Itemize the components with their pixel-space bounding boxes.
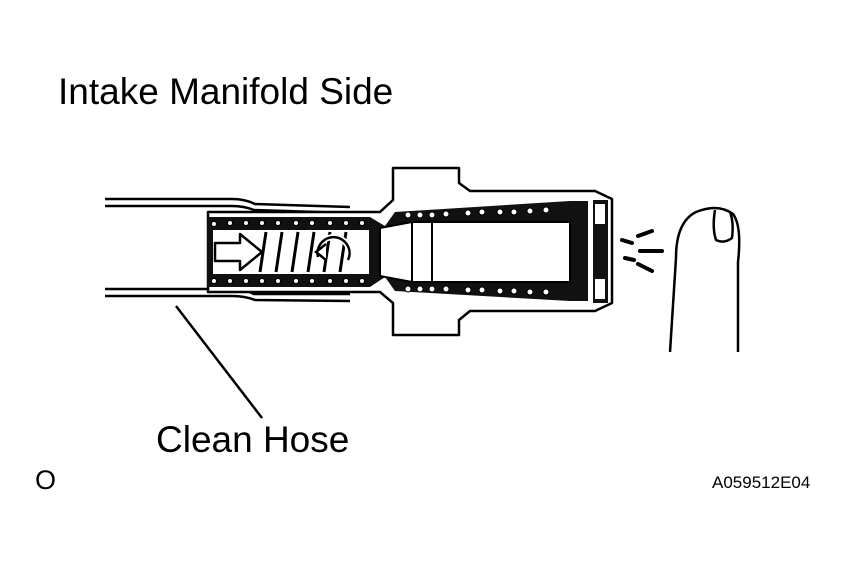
diagram-title: Intake Manifold Side xyxy=(58,71,394,112)
air-blast-icon xyxy=(620,229,664,273)
check-mark-symbol: O xyxy=(35,465,57,495)
white-arrow-right-icon xyxy=(213,232,264,272)
figure-code: A059512E04 xyxy=(712,473,811,492)
clean-hose-label: Clean Hose xyxy=(156,419,350,460)
leader-line xyxy=(175,305,263,419)
finger-icon xyxy=(668,206,741,353)
circular-arrow-icon xyxy=(313,234,353,262)
